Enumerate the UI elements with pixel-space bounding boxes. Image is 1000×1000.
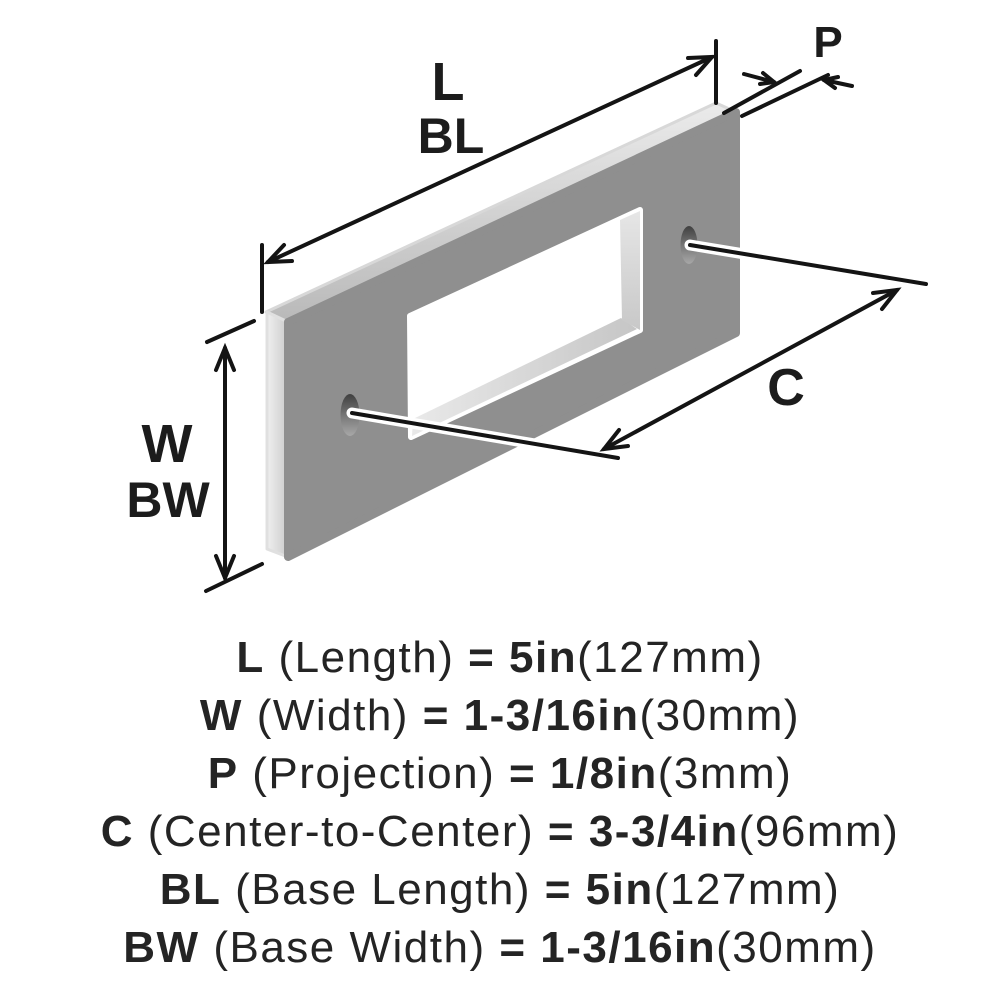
dim-projection [722,69,854,118]
hole-leader-lines [346,239,932,464]
legend-value: 3-3/4in [588,807,739,856]
cutout-right-wall [620,211,640,330]
dim-c2c-arrow-bottom [599,428,630,452]
legend-value: 1/8in [549,749,658,798]
legend-equals: = [468,633,496,682]
legend-equals: = [508,749,537,798]
label-center-to-center: C [767,359,805,417]
legend-name: (Base Width) [213,923,486,972]
legend-key: BW [123,923,200,972]
dim-length-arrow-right [686,54,717,77]
legend-value: 5in [585,865,654,914]
legend-row-width: W (Width) = 1-3/16in(30mm) [0,687,1000,745]
dim-width-arrow-bottom [214,554,236,584]
legend-equals: = [422,691,450,740]
legend-metric: (127mm) [577,633,764,682]
dim-length-arrow-left [263,243,294,265]
legend-key: L [236,633,265,682]
label-width: W [142,414,193,474]
dim-width [204,319,264,593]
dimension-labels: L BL P W BW C [126,18,842,528]
legend-metric: (30mm) [716,923,877,972]
legend-key: C [100,807,134,856]
dim-width-tick-bottom [204,562,264,593]
legend-metric: (3mm) [657,749,793,798]
legend-value: 1-3/16in [540,923,717,972]
legend-name: (Width) [256,691,409,740]
dim-center-to-center [599,287,902,452]
dim-c2c-line [602,288,899,451]
legend-equals: = [547,807,576,856]
legend-row-base-length: BL (Base Length) = 5in(127mm) [0,861,1000,919]
legend-equals: = [544,865,572,914]
leader-right-hole [688,243,928,286]
dim-length-line [266,55,714,264]
dim-width-tick-top [205,319,256,344]
dim-projection-arrow-left-line [742,72,776,84]
legend-key: W [199,691,243,740]
legend-value: 1-3/16in [463,691,640,740]
dim-projection-arrow-left-head [758,71,779,86]
label-projection: P [813,18,842,67]
legend-value: 5in [509,633,578,682]
dimension-lines [204,39,902,593]
cutout-bottom-wall [412,318,637,436]
label-base-length: BL [418,108,485,164]
legend-row-projection: P (Projection) = 1/8in(3mm) [0,745,1000,803]
legend-metric: (96mm) [738,807,900,856]
legend-row-center-to-center: C (Center-to-Center) = 3-3/4in(96mm) [0,803,1000,861]
dim-width-arrow-top [214,342,236,372]
leader-left-hole [350,411,620,460]
dim-length [260,39,718,314]
dim-projection-face-line-1 [722,69,802,115]
legend-name: (Center-to-Center) [147,807,535,856]
legend-metric: (127mm) [653,865,841,914]
legend-metric: (30mm) [639,691,801,740]
dim-projection-face-line-2 [740,73,830,118]
legend-key: P [207,749,239,798]
legend-equals: = [499,923,527,972]
dim-c2c-arrow-top [871,287,902,311]
legend-row-base-width: BW (Base Width) = 1-3/16in(30mm) [0,919,1000,977]
legend-key: BL [159,865,222,914]
label-base-width: BW [126,472,210,528]
dim-projection-arrow-right-head [819,75,840,90]
legend-row-length: L (Length) = 5in(127mm) [0,629,1000,687]
legend-name: (Projection) [252,749,496,798]
backplate [264,101,740,561]
legend-name: (Base Length) [235,865,531,914]
dimension-legend: L (Length) = 5in(127mm) W (Width) = 1-3/… [0,629,1000,977]
legend-name: (Length) [278,633,455,682]
label-length: L [432,52,465,112]
